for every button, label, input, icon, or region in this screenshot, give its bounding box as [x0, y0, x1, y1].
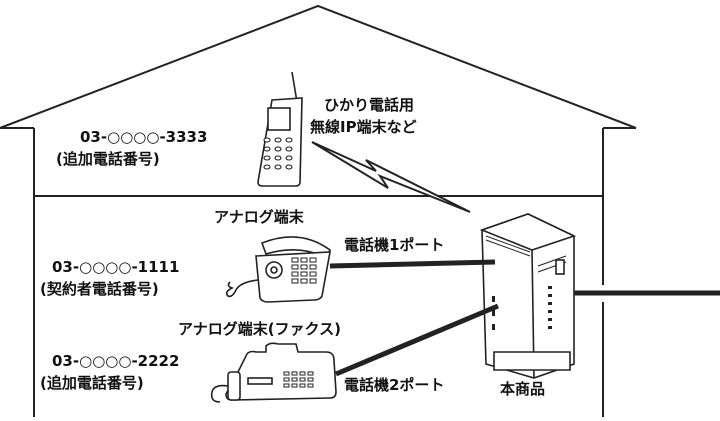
analog-phone-number: 03-○○○○-1111	[52, 258, 180, 276]
wireless-signal-icon	[311, 141, 471, 213]
router-icon	[479, 213, 577, 379]
fax-device-label: アナログ端末(ファクス)	[178, 320, 341, 338]
analog-phone-icon	[225, 236, 332, 303]
wireless-device-label-2: 無線IP端末など	[310, 118, 417, 136]
wireless-phone-role: (追加電話番号)	[56, 150, 160, 168]
wireless-phone-number: 03-○○○○-3333	[80, 128, 208, 146]
port1-label: 電話機1ポート	[344, 236, 445, 254]
router-label: 本商品	[500, 380, 546, 398]
fax-phone-number: 03-○○○○-2222	[52, 352, 180, 370]
analog-phone-role: (契約者電話番号)	[40, 280, 159, 298]
fax-machine-icon	[210, 342, 337, 403]
house-outline	[0, 4, 637, 417]
cables	[329, 259, 499, 377]
port2-label: 電話機2ポート	[344, 376, 445, 394]
fax-phone-role: (追加電話番号)	[40, 374, 144, 392]
analog-device-label: アナログ端末	[214, 208, 304, 226]
wireless-device-label-1: ひかり電話用	[324, 96, 415, 114]
wireless-phone-icon	[257, 71, 303, 187]
